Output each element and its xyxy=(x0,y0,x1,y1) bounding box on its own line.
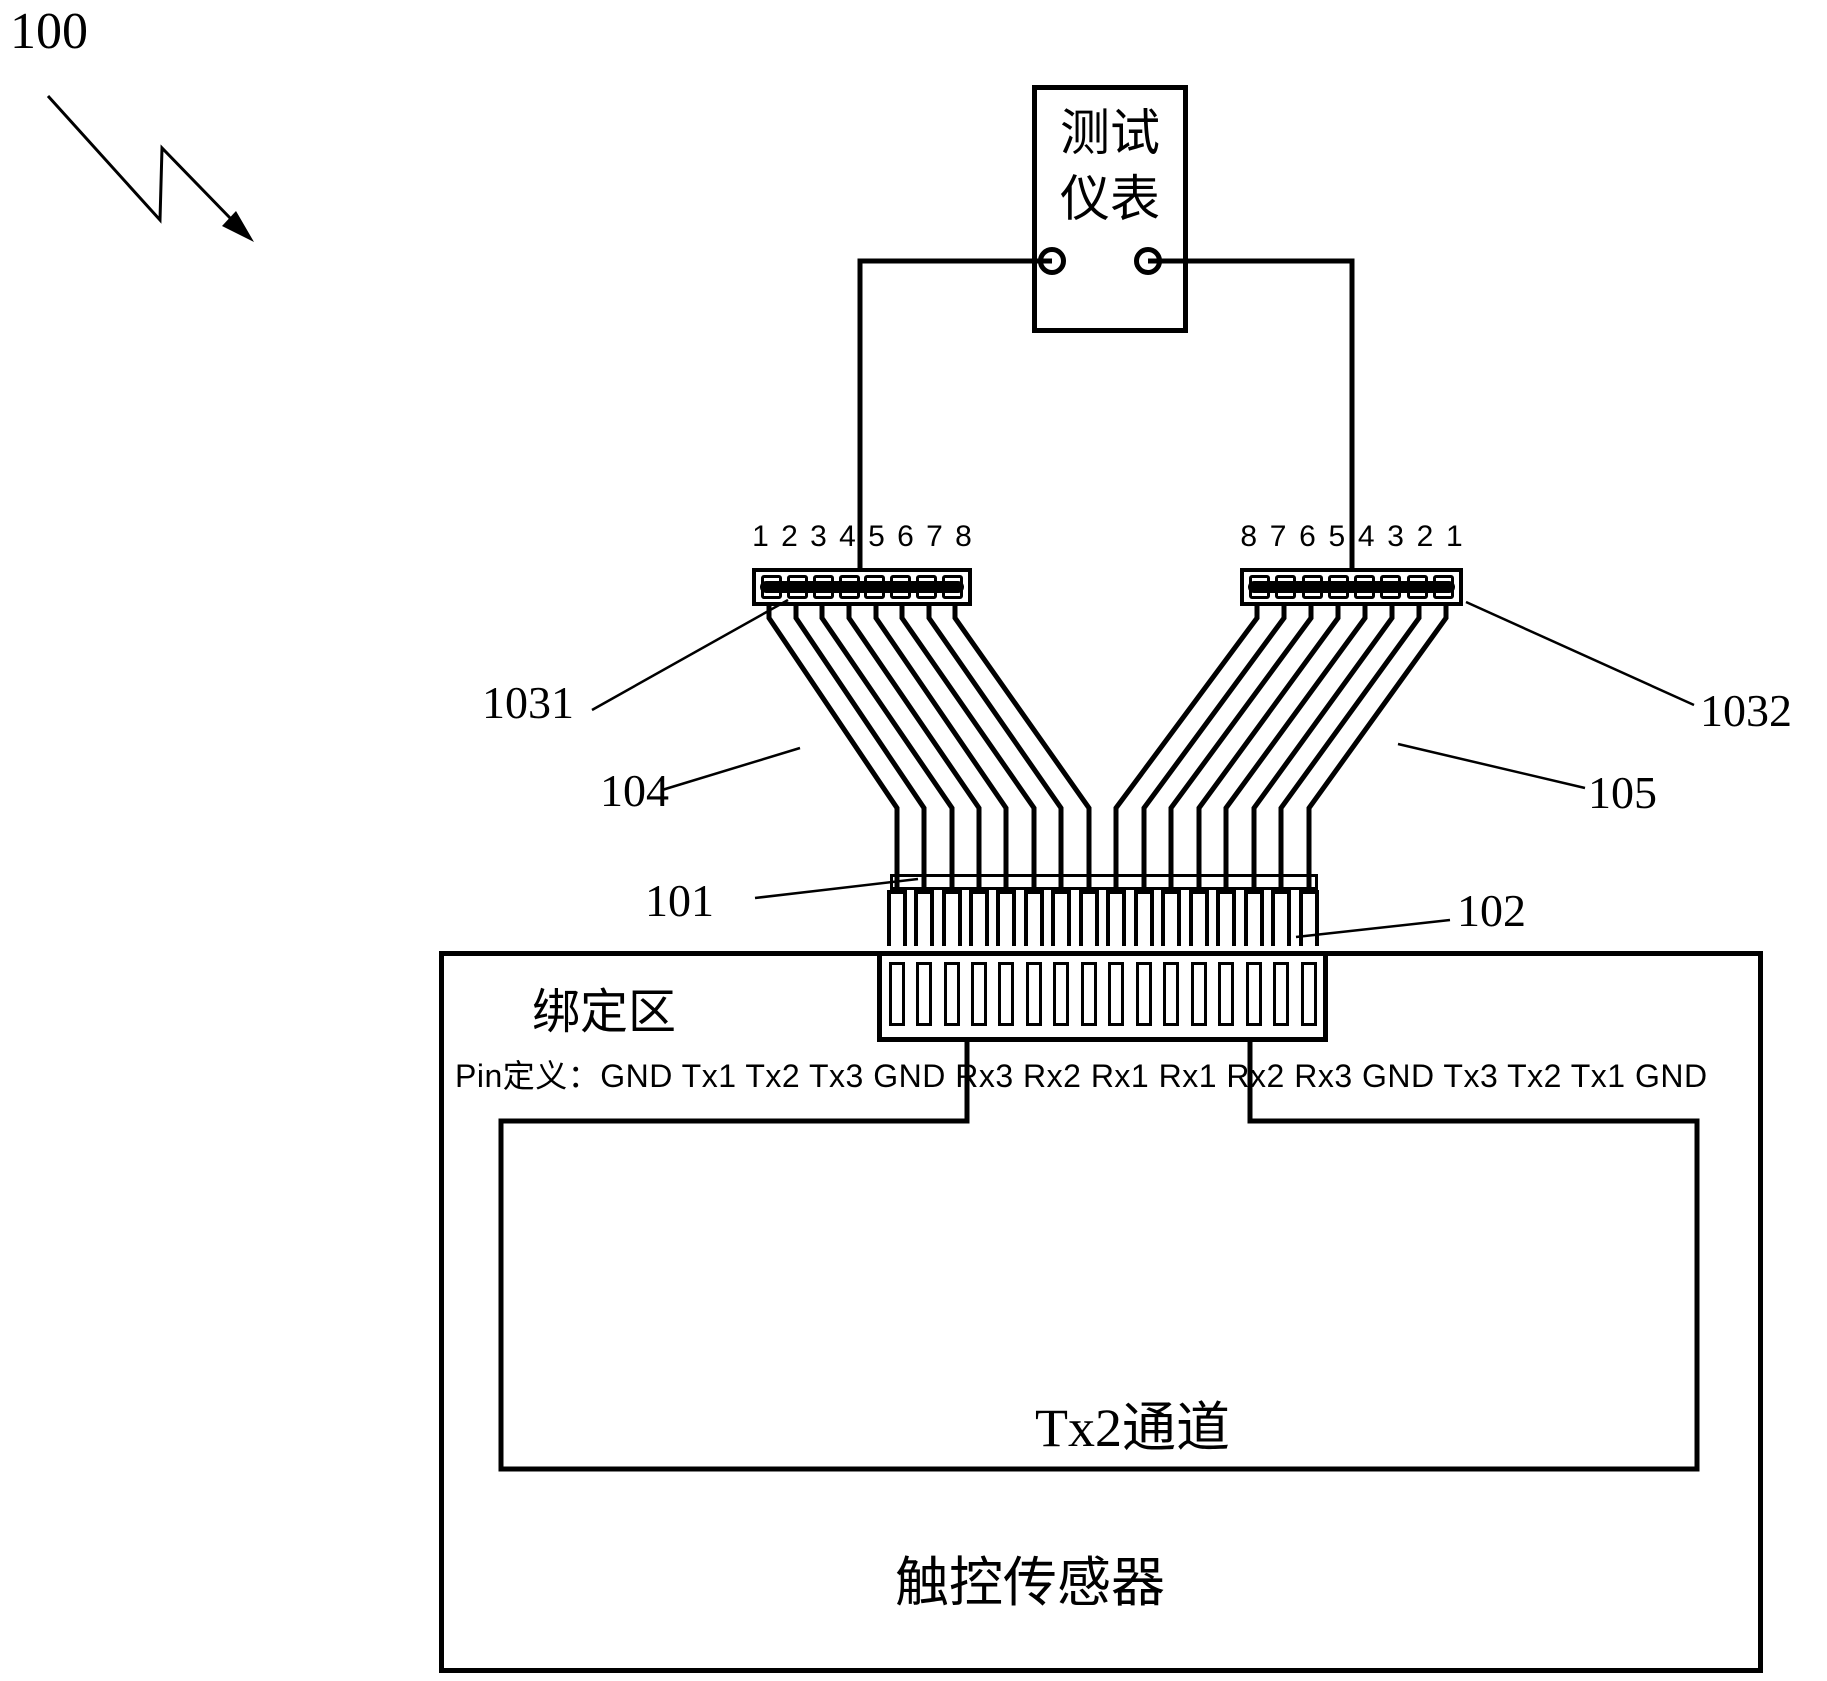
left-connector-pin-numbers: 1 2 3 4 5 6 7 8 xyxy=(746,520,978,553)
wire xyxy=(952,606,1092,892)
wire xyxy=(899,606,1037,892)
wire xyxy=(1168,606,1314,892)
ref-104: 104 xyxy=(600,765,669,816)
bond-pad-finger xyxy=(1026,962,1042,1026)
test-meter-label-line2: 仪表 xyxy=(1060,171,1160,227)
bond-pad-finger xyxy=(889,962,905,1026)
ref-101: 101 xyxy=(645,875,714,926)
bond-fork xyxy=(1134,890,1154,946)
bond-fork xyxy=(969,890,989,946)
pin-number: 8 xyxy=(955,520,972,553)
wire xyxy=(766,606,900,892)
leader-102 xyxy=(1295,918,1451,939)
touch-sensor-label: 触控传感器 xyxy=(895,1553,1165,1613)
meter-terminal-right-icon xyxy=(1134,247,1162,275)
bond-fork xyxy=(1271,890,1291,946)
bond-pad-finger xyxy=(1163,962,1179,1026)
meter-terminal-left-icon xyxy=(1038,247,1066,275)
pin-number: 6 xyxy=(1299,520,1316,553)
pin-number: 5 xyxy=(1328,520,1346,553)
pin-number: 1 xyxy=(1445,520,1463,553)
wire xyxy=(1196,606,1341,892)
bond-fork xyxy=(1216,890,1236,946)
figure-number: 100 xyxy=(10,3,88,60)
leader-104 xyxy=(661,746,801,792)
pin-number: 1 xyxy=(752,520,769,553)
pin-number: 5 xyxy=(868,520,885,553)
bond-fork xyxy=(887,890,907,946)
bond-pad-finger xyxy=(1053,962,1069,1026)
bond-fork xyxy=(996,890,1016,946)
bond-fork xyxy=(1189,890,1209,946)
wire xyxy=(1251,606,1395,892)
bond-pad-finger xyxy=(1191,962,1207,1026)
wire xyxy=(926,606,1064,892)
bond-pad-finger xyxy=(998,962,1014,1026)
bond-pad-finger xyxy=(971,962,987,1026)
pin-number: 3 xyxy=(1387,520,1404,553)
left-connector-contact-bar xyxy=(760,581,964,593)
wire xyxy=(793,606,927,892)
bond-pad-finger xyxy=(1218,962,1234,1026)
bond-pad-finger xyxy=(944,962,960,1026)
pin-number: 7 xyxy=(926,520,943,553)
wire xyxy=(1223,606,1368,892)
bond-fork xyxy=(1024,890,1044,946)
pin-number: 8 xyxy=(1240,520,1258,553)
arrowhead-icon xyxy=(222,211,254,242)
bond-fork xyxy=(1051,890,1071,946)
bond-pad-finger xyxy=(1136,962,1152,1026)
pin-number: 3 xyxy=(810,520,827,553)
ref-1031: 1031 xyxy=(482,677,574,728)
test-meter-label: 测试 仪表 xyxy=(1032,100,1188,232)
test-meter-label-line1: 测试 xyxy=(1060,105,1160,161)
bond-fork xyxy=(942,890,962,946)
bond-pad-finger xyxy=(1108,962,1124,1026)
ref-1032: 1032 xyxy=(1700,685,1792,736)
bond-fork xyxy=(914,890,934,946)
bond-pad-finger xyxy=(1081,962,1097,1026)
pin-number: 7 xyxy=(1269,520,1287,553)
pin-number: 2 xyxy=(1416,520,1434,553)
ref-102: 102 xyxy=(1457,885,1526,936)
wire xyxy=(1113,606,1260,892)
bond-fork xyxy=(1299,890,1319,946)
bond-fork xyxy=(1106,890,1126,946)
wire xyxy=(846,606,982,892)
tx2-channel-label: Tx2通道 xyxy=(1035,1398,1230,1458)
bond-fork xyxy=(1079,890,1099,946)
pin-number: 4 xyxy=(839,520,856,553)
fpc-bonding-bar xyxy=(890,874,1318,890)
wire xyxy=(1141,606,1287,892)
wire xyxy=(873,606,1009,892)
bond-pad-finger xyxy=(1273,962,1289,1026)
wire xyxy=(1306,606,1449,892)
ref-105: 105 xyxy=(1588,767,1657,818)
pin-number: 4 xyxy=(1357,520,1375,553)
pin-number: 6 xyxy=(897,520,914,553)
leader-1032 xyxy=(1465,600,1695,707)
figure-pointer-arrow xyxy=(46,94,234,224)
right-connector-pin-numbers: 8 7 6 5 4 3 2 1 xyxy=(1234,520,1469,553)
pin-definition-text: Pin定义：GND Tx1 Tx2 Tx3 GND Rx3 Rx2 Rx1 Rx… xyxy=(455,1058,1708,1094)
pin-number: 2 xyxy=(781,520,798,553)
right-connector-contact-bar xyxy=(1248,581,1455,593)
bond-pad-finger xyxy=(1301,962,1317,1026)
bond-pad-finger xyxy=(916,962,932,1026)
test-meter-box xyxy=(1032,85,1188,333)
wire xyxy=(819,606,955,892)
bond-fork xyxy=(1244,890,1264,946)
binding-area-label: 绑定区 xyxy=(532,986,677,1039)
leader-105 xyxy=(1397,742,1586,790)
leader-1031 xyxy=(591,598,789,712)
bond-pad-finger xyxy=(1246,962,1262,1026)
bond-fork xyxy=(1161,890,1181,946)
wire xyxy=(1278,606,1422,892)
